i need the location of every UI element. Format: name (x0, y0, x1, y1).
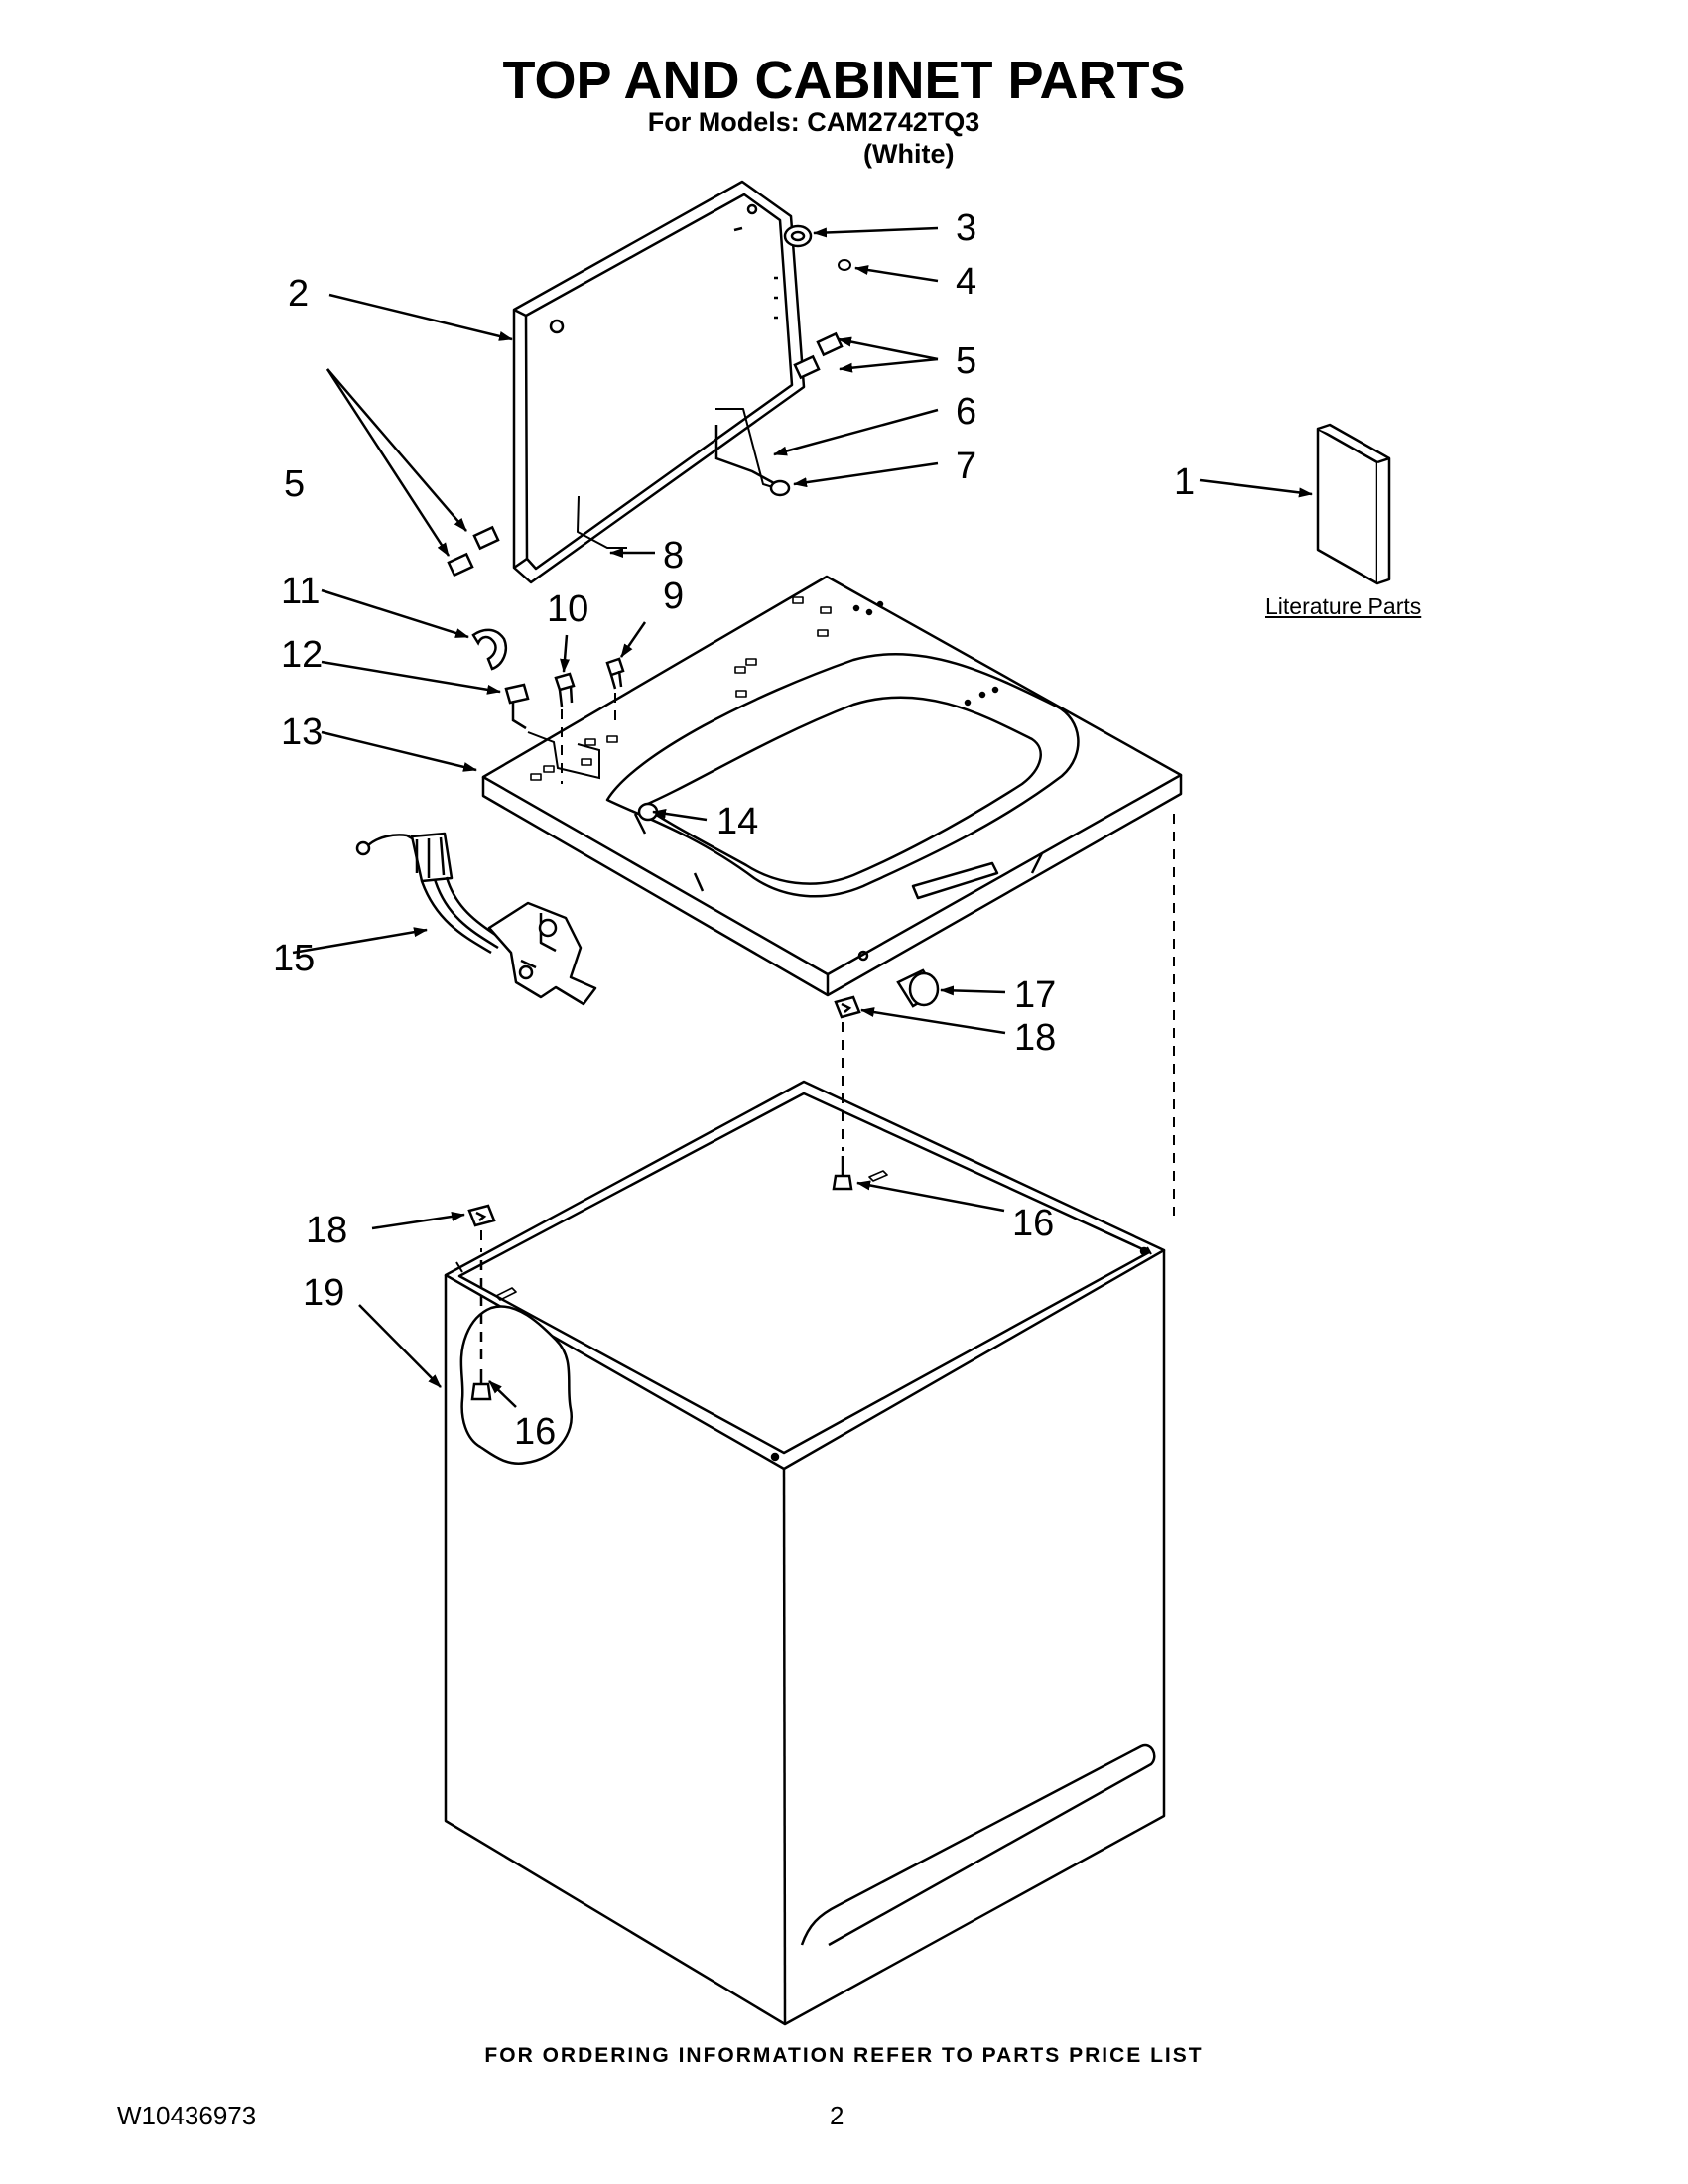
callout-15: 15 (273, 938, 315, 979)
callout-3: 3 (956, 207, 976, 249)
lid-switch-actuator-12 (504, 683, 530, 730)
callout-5-right: 5 (956, 340, 976, 382)
callout-10: 10 (547, 588, 588, 630)
screw-9 (605, 657, 625, 690)
callout-2: 2 (288, 273, 309, 315)
callout-6: 6 (956, 391, 976, 433)
leader-arrows (292, 226, 1313, 1408)
clip-18-lower (467, 1204, 496, 1227)
callout-8: 8 (663, 535, 684, 577)
page-title: TOP AND CABINET PARTS (502, 51, 1186, 110)
lid-plug (838, 259, 851, 271)
hinge-nut (769, 479, 791, 497)
cutaway-panel (459, 1305, 574, 1465)
callout-16-lower: 16 (514, 1411, 556, 1453)
ordering-note: FOR ORDERING INFORMATION REFER TO PARTS … (484, 2044, 1204, 2067)
callout-17: 17 (1014, 974, 1056, 1016)
top-bumper-17 (896, 968, 940, 1008)
callout-4: 4 (956, 261, 976, 303)
callout-11: 11 (281, 571, 320, 612)
document-number: W10436973 (117, 2101, 257, 2130)
model-color: (White) (863, 139, 955, 169)
hinge-rod (714, 425, 775, 485)
callout-1: 1 (1174, 461, 1195, 503)
page-number: 2 (830, 2101, 844, 2130)
switch-wire-13 (527, 731, 600, 780)
callout-12: 12 (281, 634, 323, 676)
literature-booklet (1316, 423, 1391, 585)
dashed-leader-lines (480, 693, 1175, 1252)
screw-16-upper (832, 1156, 853, 1191)
wire-clip-11 (471, 628, 508, 671)
screw-16-lower (470, 1260, 492, 1401)
callout-labels: 1 2 3 4 5 5 6 7 8 9 10 11 12 13 14 15 16… (273, 207, 1195, 1453)
callout-5-left: 5 (284, 463, 305, 505)
callout-14: 14 (716, 801, 758, 842)
callout-18-lower: 18 (306, 1210, 347, 1251)
lid-switch-harness (355, 832, 597, 1006)
callout-9: 9 (663, 576, 684, 617)
callout-19: 19 (303, 1272, 344, 1314)
callout-13: 13 (281, 711, 323, 753)
models-line: For Models: CAM2742TQ3 (647, 107, 980, 137)
cabinet (444, 1080, 1166, 2026)
hinge-screws-left (447, 525, 500, 578)
lid-bumper (783, 224, 813, 248)
screw-10 (554, 672, 576, 707)
clip-18-upper (834, 995, 861, 1019)
callout-7: 7 (956, 446, 976, 487)
callout-18-upper: 18 (1014, 1017, 1056, 1059)
lid-frame (512, 180, 806, 584)
washer-top (481, 575, 1183, 997)
callout-16-upper: 16 (1012, 1203, 1054, 1244)
literature-parts-label: Literature Parts (1265, 593, 1422, 619)
